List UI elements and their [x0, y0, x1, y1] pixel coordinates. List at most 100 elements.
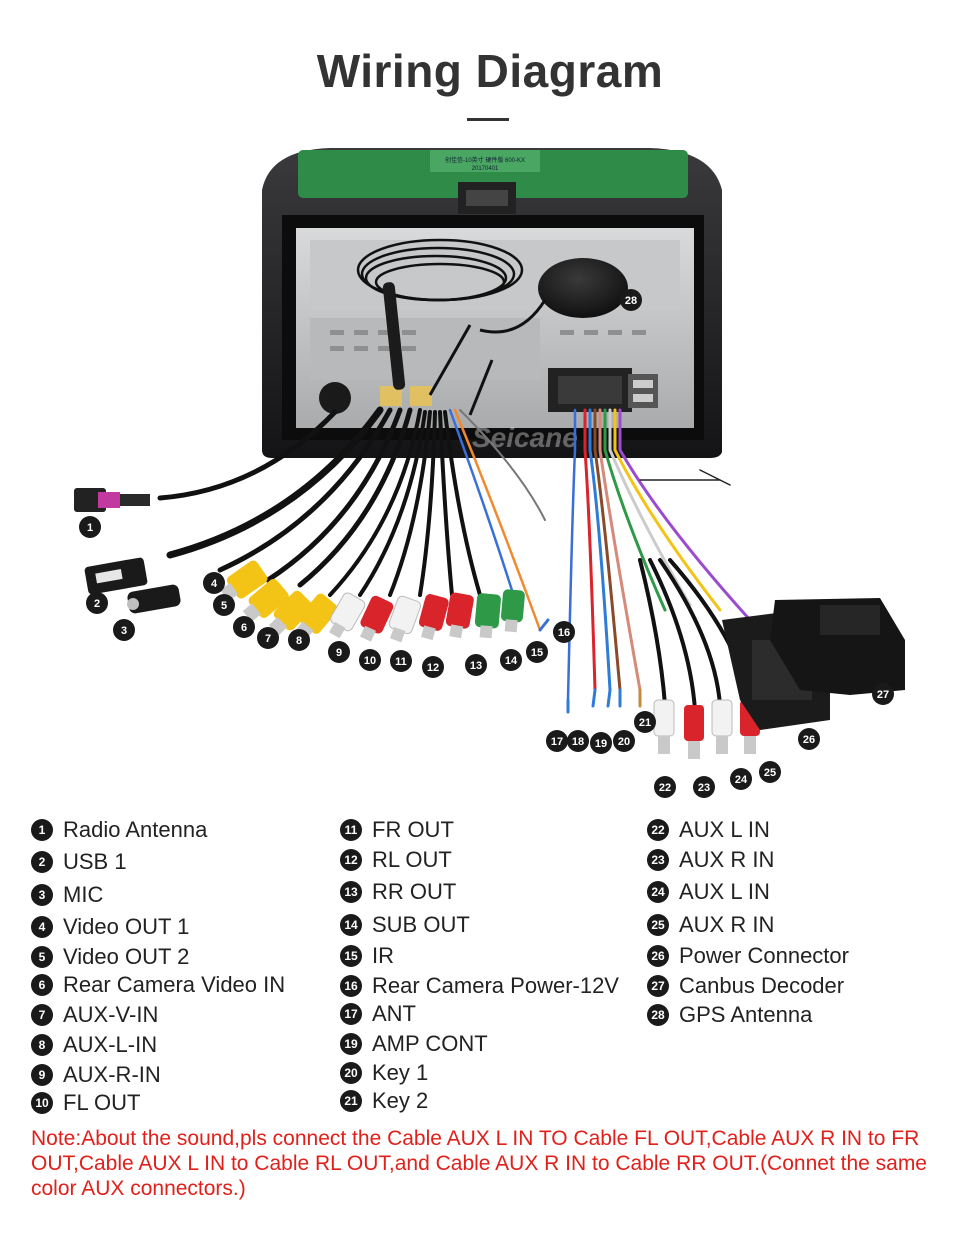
legend-item: 5 Video OUT 2: [31, 944, 190, 969]
legend-item: 17 ANT: [340, 1001, 416, 1026]
callout-badge: 16: [553, 621, 575, 643]
callout-number: 15: [531, 647, 543, 659]
callout-badge: 10: [359, 649, 381, 671]
callout-badge: 11: [390, 650, 412, 672]
legend-label: Video OUT 1: [63, 914, 190, 939]
callout-number: 2: [94, 598, 100, 610]
callout-number: 7: [265, 633, 271, 645]
legend-label: Video OUT 2: [63, 944, 190, 969]
legend-number-badge: 3: [31, 884, 53, 906]
watermark: Seicane: [472, 422, 578, 453]
callout-badge: 5: [213, 594, 235, 616]
legend-number-badge: 15: [340, 945, 362, 967]
callout-badge: 22: [654, 776, 676, 798]
legend-number-badge: 26: [647, 945, 669, 967]
callout-number: 16: [558, 627, 570, 639]
legend-label: RR OUT: [372, 879, 457, 904]
callout-badge: 19: [590, 732, 612, 754]
callout-number: 1: [87, 522, 93, 534]
callout-number: 4: [211, 578, 218, 590]
callout-badge: 9: [328, 641, 350, 663]
wiring-note: Note:About the sound,pls connect the Cab…: [31, 1127, 927, 1200]
callout-badge: 24: [730, 768, 752, 790]
callout-badge: 7: [257, 627, 279, 649]
callout-number: 11: [395, 656, 407, 668]
legend-number-badge: 28: [647, 1004, 669, 1026]
callout-number: 20: [618, 736, 630, 748]
callout-number: 8: [296, 635, 302, 647]
pcb-board: [298, 150, 688, 198]
callout-number: 21: [639, 717, 651, 729]
callout-badge: 28: [620, 289, 642, 311]
callout-number: 23: [698, 782, 710, 794]
legend-label: Radio Antenna: [63, 817, 208, 842]
legend-number-badge: 19: [340, 1033, 362, 1055]
legend-label: AUX-L-IN: [63, 1032, 158, 1057]
legend-label: Canbus Decoder: [679, 973, 845, 998]
legend-item: 3 MIC: [31, 882, 104, 907]
callout-badge: 3: [113, 619, 135, 641]
wiring-diagram: 创佳信-10英寸 硬件版 600-KX 20170401 Seicane: [74, 148, 905, 798]
legend-label: AMP CONT: [372, 1031, 488, 1056]
legend-label: USB 1: [63, 849, 127, 874]
legend-label: IR: [372, 943, 394, 968]
legend-number-badge: 17: [340, 1003, 362, 1025]
legend-number-badge: 9: [31, 1064, 53, 1086]
legend-label: AUX-R-IN: [63, 1062, 161, 1087]
legend-number-badge: 1: [31, 819, 53, 841]
callout-number: 26: [803, 734, 815, 746]
title-underline: [467, 118, 509, 121]
legend-number-badge: 8: [31, 1034, 53, 1056]
callout-number: 25: [764, 767, 776, 779]
legend-label: Key 1: [372, 1060, 429, 1085]
legend-number-badge: 10: [31, 1092, 53, 1114]
legend-label: FR OUT: [372, 817, 454, 842]
callout-badge: 26: [798, 728, 820, 750]
callout-badge: 14: [500, 649, 522, 671]
legend-label: ANT: [372, 1001, 416, 1026]
legend-label: AUX-V-IN: [63, 1002, 159, 1027]
legend-item: 1 Radio Antenna: [31, 817, 208, 842]
callout-number: 13: [470, 660, 482, 672]
legend-number-badge: 14: [340, 914, 362, 936]
callout-number: 12: [427, 662, 439, 674]
callout-badge: 25: [759, 761, 781, 783]
legend-number-badge: 22: [647, 819, 669, 841]
legend-number-badge: 5: [31, 946, 53, 968]
callout-badge: 13: [465, 654, 487, 676]
pcb-date: 20170401: [472, 166, 499, 172]
legend-number-badge: 24: [647, 881, 669, 903]
legend-label: GPS Antenna: [679, 1002, 813, 1027]
legend-item: 15 IR: [340, 943, 394, 968]
callout-badge: 8: [288, 629, 310, 651]
legend-number-badge: 21: [340, 1090, 362, 1112]
legend-label: MIC: [63, 882, 104, 907]
legend-number-badge: 12: [340, 849, 362, 871]
legend-item: 24 AUX L IN: [647, 879, 770, 904]
callout-badge: 27: [872, 683, 894, 705]
callout-badge: 1: [79, 516, 101, 538]
legend-label: RL OUT: [372, 847, 452, 872]
callout-number: 14: [505, 655, 518, 667]
callout-badge: 6: [233, 616, 255, 638]
callout-number: 18: [572, 736, 584, 748]
callout-number: 19: [595, 738, 607, 750]
callout-number: 5: [221, 600, 227, 612]
legend-label: AUX L IN: [679, 879, 770, 904]
rca-plugs: [220, 560, 525, 643]
legend-number-badge: 11: [340, 819, 362, 841]
legend-number-badge: 7: [31, 1004, 53, 1026]
callout-number: 27: [877, 689, 889, 701]
